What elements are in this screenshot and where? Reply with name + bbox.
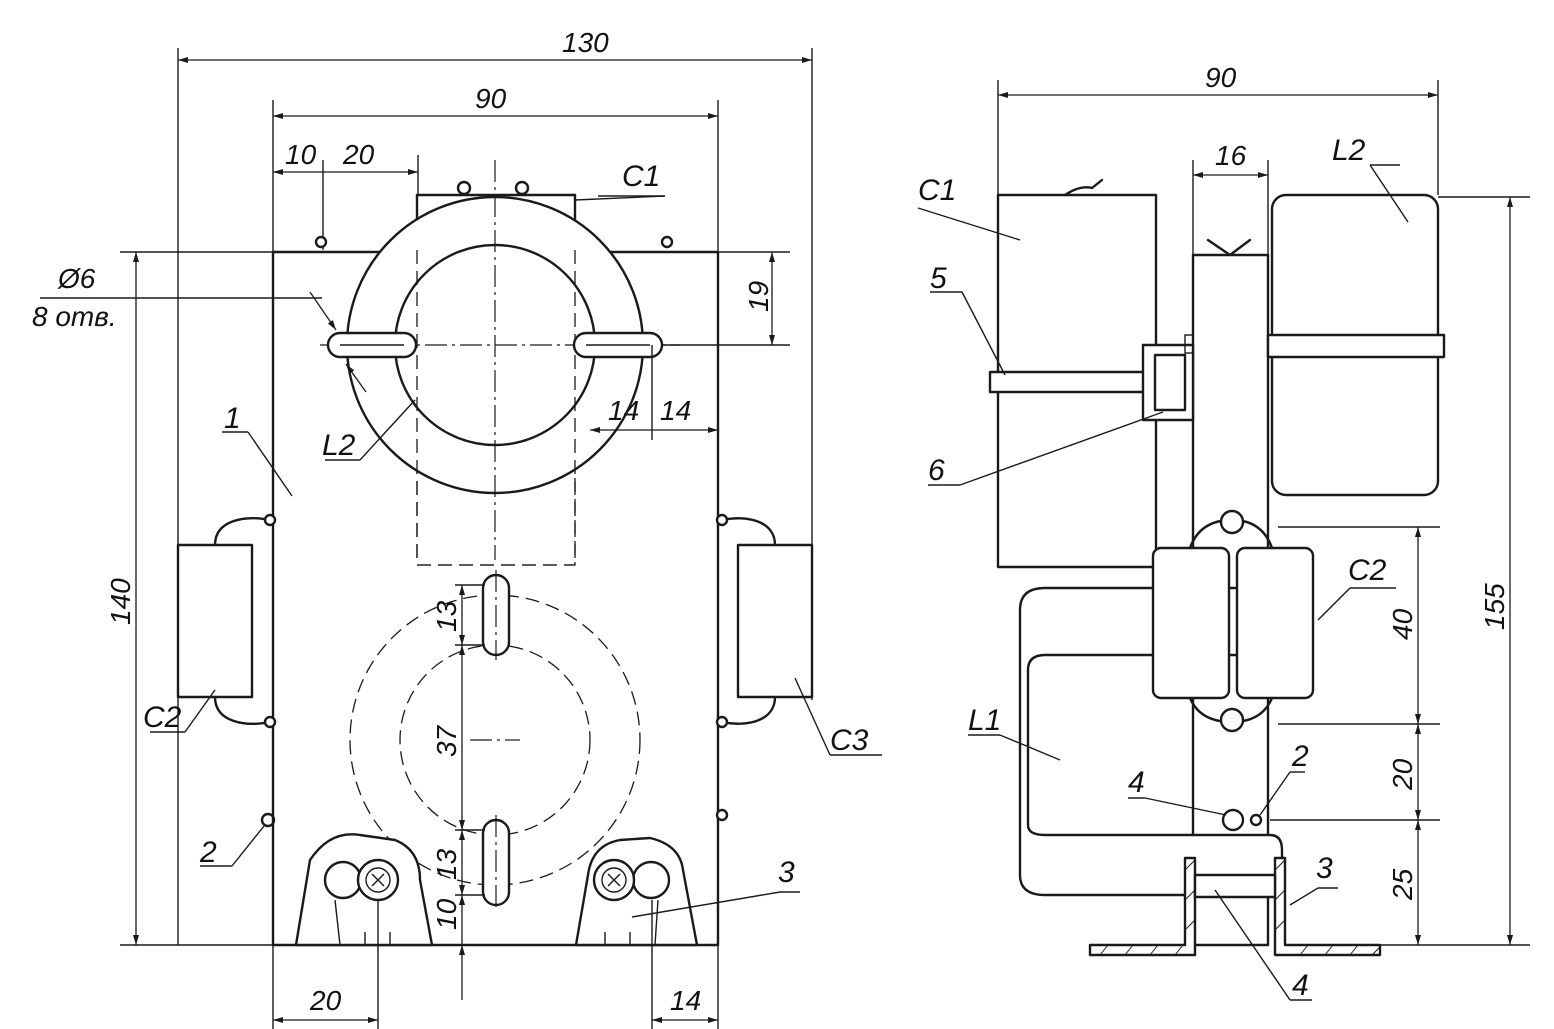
- dim-plate-width-text: 90: [475, 83, 507, 114]
- label-l2: L2: [322, 429, 356, 462]
- dim-offset-b-text: 20: [342, 139, 375, 170]
- label-clamp: 6: [928, 454, 945, 487]
- pin-2-front: [260, 812, 276, 828]
- dim-height-text: 140: [105, 578, 136, 625]
- label-c2-front: C2: [143, 701, 182, 734]
- dim-cap-height-text: 40: [1387, 608, 1418, 640]
- right-foot-bracket: [574, 836, 699, 947]
- dim-depth-text: 90: [1205, 62, 1237, 93]
- dim-hole-spacing-text: 19: [743, 281, 774, 312]
- label-screw-lower: 4: [1292, 969, 1309, 1002]
- label-l2-side: L2: [1332, 134, 1366, 167]
- label-screw-upper: 4: [1128, 766, 1145, 799]
- dim-center-span-text: 37: [431, 724, 462, 757]
- label-base-plate: 1: [224, 402, 241, 435]
- label-strap: 5: [930, 262, 947, 295]
- dim-slot-upper-text: 13: [431, 600, 462, 632]
- dim-slot-lower-text: 13: [431, 848, 462, 880]
- dim-foot-left-text: 20: [309, 985, 342, 1016]
- side-view: 90 16 C1 L2 5 6: [917, 62, 1530, 1002]
- dim-plate-thickness-text: 16: [1215, 140, 1247, 171]
- l1-toroid-hidden-inner: [399, 644, 591, 836]
- hole-diameter-text: Ø6: [57, 263, 96, 294]
- left-foot-bracket: [294, 833, 434, 947]
- dim-bottom-gap-text: 10: [431, 898, 462, 930]
- label-c2-side: C2: [1348, 554, 1387, 587]
- label-bracket-front: 3: [778, 856, 795, 889]
- c3-capacitor: [715, 513, 814, 822]
- dim-foot-right-text: 14: [670, 985, 701, 1016]
- label-bracket-side: 3: [1316, 852, 1333, 885]
- screw-4-side: [1221, 808, 1245, 832]
- dim-offset-a-text: 10: [285, 139, 317, 170]
- label-c3: C3: [830, 724, 869, 757]
- label-pin-side: 2: [1291, 740, 1309, 773]
- dim-slot-b-text: 14: [660, 395, 691, 426]
- label-l1: L1: [968, 704, 1001, 737]
- pin-2-side: [1249, 813, 1263, 827]
- dim-pitch-low-text: 25: [1387, 868, 1418, 901]
- dim-overall-width-text: 130: [562, 27, 609, 58]
- front-view: 130 90 10 20 C1: [32, 27, 882, 1029]
- dim-pitch-mid-text: 20: [1387, 758, 1418, 791]
- c2-capacitor-side: [1151, 509, 1315, 733]
- label-c1: C1: [622, 160, 660, 193]
- strap-5: [988, 370, 1167, 394]
- hole-count-text: 8 отв.: [32, 301, 117, 332]
- label-pin-front: 2: [199, 836, 217, 869]
- l2-toroid-side: [1266, 193, 1446, 497]
- bracket-3-side: [1088, 856, 1382, 957]
- dim-total-height-text: 155: [1479, 583, 1510, 630]
- dim-slot-a-text: 14: [608, 395, 639, 426]
- label-c1-side: C1: [918, 174, 956, 207]
- c2-capacitor-front: [176, 513, 277, 729]
